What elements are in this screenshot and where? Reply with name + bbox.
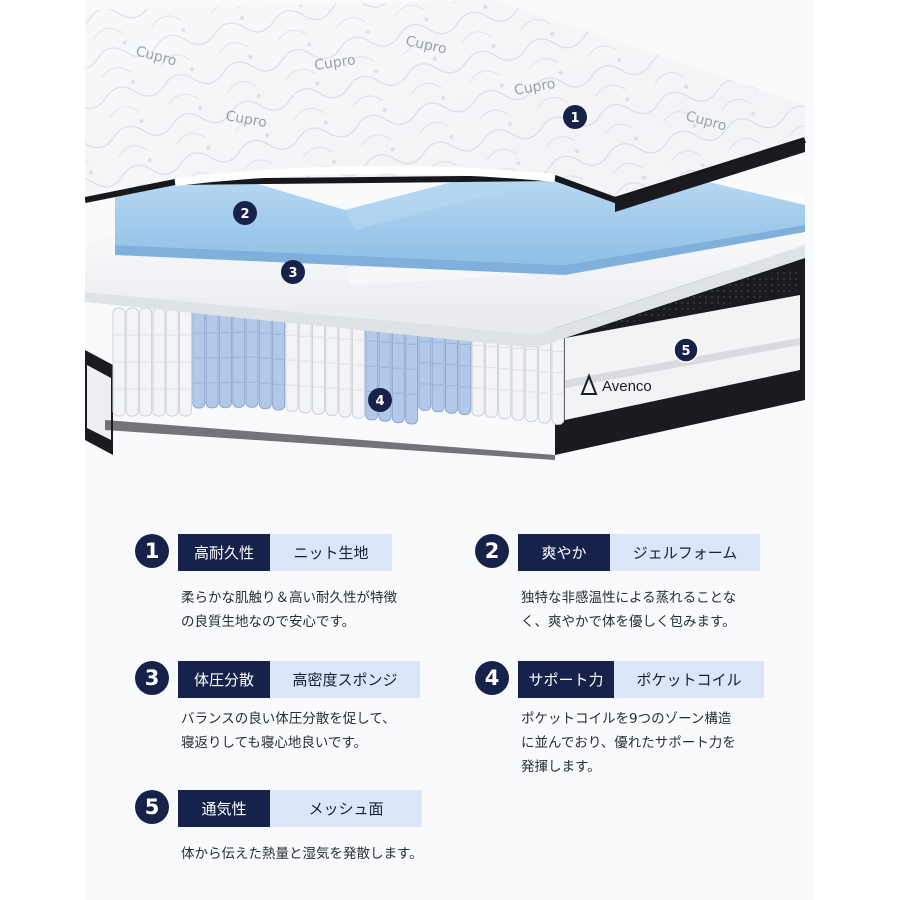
svg-text:2: 2 (240, 207, 249, 222)
fabric-print-text: Cupro (313, 52, 356, 74)
feature-subtitle: メッシュ面 (270, 790, 422, 827)
feature-desc-line: 発揮します。 (521, 759, 601, 775)
feature-number-badge: 4 (475, 661, 509, 695)
feature-description: バランスの良い体圧分散を促して、寝返りしても寝心地良いです。 (181, 707, 396, 755)
pocket-coil (418, 319, 432, 411)
feature-desc-line: 独特な非感温性による蒸れることな (521, 590, 737, 606)
pocket-coil (112, 307, 126, 417)
callout-4: 4 (368, 388, 392, 412)
pocket-coil (391, 317, 405, 424)
feature-subtitle: ポケットコイル (614, 661, 764, 698)
pocket-coil (471, 323, 485, 417)
feature-title: 通気性 (178, 790, 270, 827)
feature-description: 体から伝えた熱量と湿気を発散します。 (181, 842, 423, 866)
feature-title: 高耐久性 (178, 534, 270, 571)
feature-tag: 通気性メッシュ面 (178, 790, 422, 827)
brand-logo-icon (580, 373, 598, 395)
knit-cover-layer: Cupro Cupro Cupro Cupro Cupro Cupro (85, 0, 806, 212)
feature-subtitle: 高密度スポンジ (270, 661, 420, 698)
feature-number-badge: 1 (135, 534, 169, 568)
brand-name: Avenco (602, 378, 652, 395)
feature-desc-line: バランスの良い体圧分散を促して、 (181, 711, 396, 727)
feature-number-badge: 3 (135, 661, 169, 695)
svg-text:4: 4 (375, 394, 384, 409)
feature-tag: 爽やかジェルフォーム (518, 534, 760, 571)
feature-tag: 高耐久性ニット生地 (178, 534, 392, 571)
feature-desc-line: 柔らかな肌触り＆高い耐久性が特徴 (181, 590, 397, 606)
feature-desc-line: 体から伝えた熱量と湿気を発散します。 (181, 846, 423, 862)
callout-2: 2 (233, 201, 257, 225)
pocket-coil (551, 329, 565, 425)
fabric-print-text: Cupro (224, 108, 268, 131)
feature-desc-line: く、爽やかで体を優しく包みます。 (521, 614, 736, 630)
pocket-coil (192, 307, 206, 409)
feature-title: 爽やか (518, 534, 610, 571)
feature-description: 独特な非感温性による蒸れることなく、爽やかで体を優しく包みます。 (521, 586, 736, 634)
callout-3: 3 (281, 260, 305, 284)
pocket-coil (165, 307, 179, 417)
svg-text:3: 3 (288, 266, 297, 281)
feature-desc-line: ポケットコイルを9つのゾーン構造 (521, 711, 732, 727)
feature-number-badge: 2 (475, 534, 509, 568)
pocket-coil (445, 321, 458, 414)
svg-text:5: 5 (681, 344, 690, 359)
feature-title: サポート力 (518, 661, 614, 698)
brand-label: Avenco (580, 373, 652, 395)
feature-description: ポケットコイルを9つのゾーン構造に並んでおり、優れたサポート力を発揮します。 (521, 707, 736, 779)
feature-subtitle: ニット生地 (270, 534, 392, 571)
features-list: 1 高耐久性ニット生地柔らかな肌触り＆高い耐久性が特徴の良質生地なので安心です。 2… (85, 0, 815, 900)
feature-title: 体圧分散 (178, 661, 270, 698)
product-image-frame: Avenco Cupro Cupro Cupro Cupro Cupro Cu (85, 0, 815, 900)
feature-subtitle: ジェルフォーム (610, 534, 760, 571)
feature-number-badge: 5 (135, 790, 169, 824)
svg-text:1: 1 (570, 111, 579, 126)
fabric-print-text: Cupro (513, 76, 557, 99)
callout-5: 5 (673, 337, 699, 363)
feature-tag: サポート力ポケットコイル (518, 661, 764, 698)
pocket-coil (125, 307, 139, 417)
feature-description: 柔らかな肌触り＆高い耐久性が特徴の良質生地なので安心です。 (181, 586, 397, 634)
mattress-layers-illustration: Avenco Cupro Cupro Cupro Cupro Cupro Cu (85, 0, 806, 460)
feature-desc-line: の良質生地なので安心です。 (181, 614, 356, 630)
pocket-coil (179, 307, 192, 417)
callout-1: 1 (563, 105, 587, 129)
pocket-coil (258, 307, 272, 410)
feature-desc-line: に並んでおり、優れたサポート力を (521, 735, 736, 751)
pocket-coil (232, 306, 246, 408)
feature-tag: 体圧分散高密度スポンジ (178, 661, 420, 698)
feature-desc-line: 寝返りしても寝心地良いです。 (181, 735, 368, 751)
